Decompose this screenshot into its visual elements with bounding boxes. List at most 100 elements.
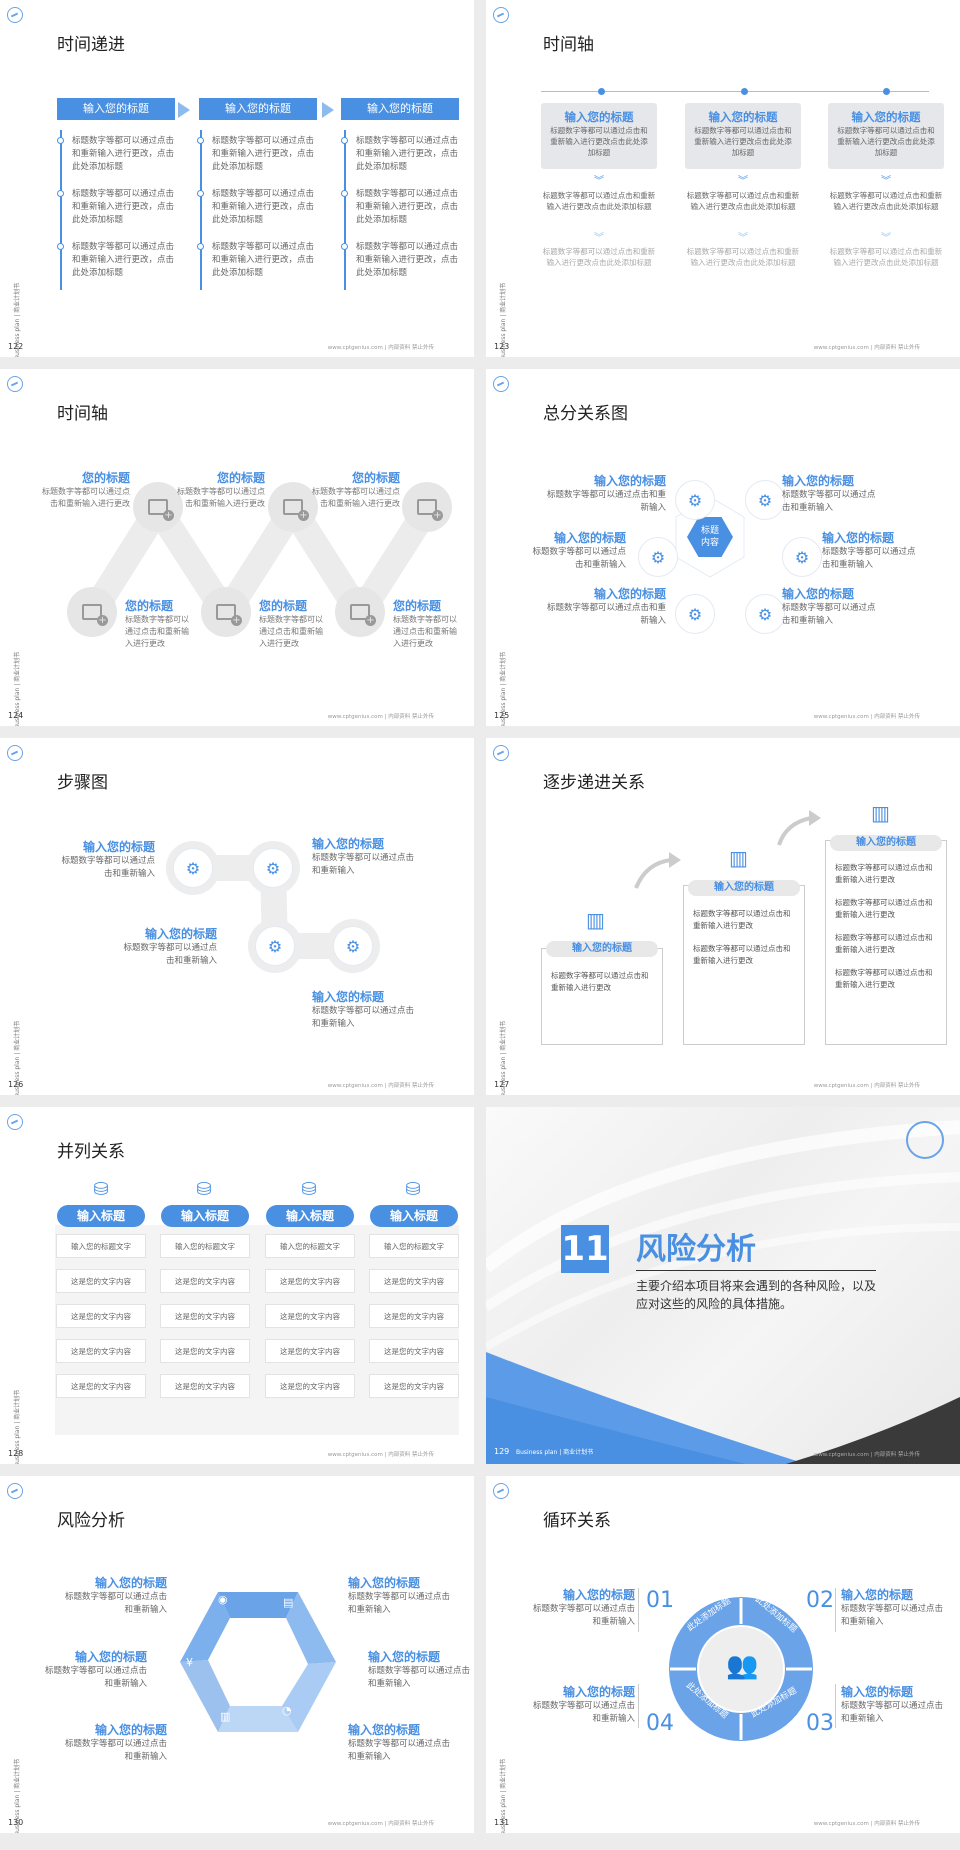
table-cell: 这是您的文字内容: [369, 1269, 459, 1293]
building-icon: ▥: [220, 1710, 231, 1723]
table-cell: 这是您的文字内容: [265, 1269, 355, 1293]
slide-title: 步骤图: [57, 773, 108, 793]
gear-icon: ⚙: [333, 926, 373, 966]
logo-icon: [7, 376, 23, 392]
item-heading: 输入您的标题: [562, 1588, 635, 1602]
image-placeholder-icon[interactable]: [402, 482, 452, 532]
box-text: 标题数字等都可以通过点击和重新输入进行更改点击此处添加标题: [694, 126, 792, 157]
timeline-text: 标题数字等都可以通过点击和重新输入进行更改，点击此处添加标题: [212, 242, 315, 278]
slide-title: 时间轴: [57, 404, 108, 424]
item-heading: 输入您的标题: [593, 474, 666, 488]
slide-125[interactable]: Business plan | 商业计划书 总分关系图 标题 内容 ⚙ ⚙ ⚙ …: [486, 369, 960, 726]
item-text: 标题数字等都可以通过点击和重新输入: [65, 1592, 168, 1615]
item-text: 标题数字等都可以通过点击和重新输入: [368, 1666, 471, 1689]
step-text: 标题数字等都可以通过点击和重新输入进行更改: [835, 933, 933, 954]
item-text: 标题数字等都可以通过点击和重新输入: [841, 1604, 944, 1627]
slide-130[interactable]: Business plan | 商业计划书 风险分析 ◉ ▤ ◔ ▥ ¥ 输入您…: [0, 1476, 474, 1833]
gear-icon: ⚙: [255, 926, 295, 966]
box-heading: 输入您的标题: [851, 110, 921, 124]
table-cell: 这是您的文字内容: [265, 1339, 355, 1363]
footer-text: www.cptgenius.com | 内部资料 禁止外传: [813, 714, 920, 720]
building-icon: ▥: [871, 801, 890, 825]
center-hexagon: 标题 内容: [687, 517, 733, 557]
item-text: 标题数字等都可以通过点击和重新输入: [782, 603, 876, 626]
footer-text: www.cptgenius.com | 内部资料 禁止外传: [813, 1452, 920, 1458]
step-heading: 输入您的标题: [830, 835, 942, 851]
step-text: 标题数字等都可以通过点击和重新输入进行更改: [835, 968, 933, 989]
hexagon-cycle: [180, 1592, 336, 1732]
step-bar: 输入您的标题: [199, 98, 317, 120]
slide-title: 时间递进: [57, 35, 125, 55]
slide-123[interactable]: Business plan | 商业计划书 时间轴 输入您的标题标题数字等都可以…: [486, 0, 960, 357]
slide-129[interactable]: 11 风险分析 主要介绍本项目将来会遇到的各种风险，以及应对这些的风险的具体措施…: [486, 1107, 960, 1464]
section-number: 11: [561, 1225, 609, 1273]
timeline-text: 标题数字等都可以通过点击和重新输入进行更改点击此处添加标题: [829, 191, 943, 211]
chevron-down-icon: ︾: [738, 233, 748, 244]
timeline-text: 标题数字等都可以通过点击和重新输入进行更改，点击此处添加标题: [72, 242, 175, 278]
item-heading: 输入您的标题: [348, 1723, 421, 1737]
gear-icon: ⚙: [782, 537, 822, 577]
item-heading: 输入您的标题: [841, 1588, 914, 1602]
slide-128[interactable]: Business plan | 商业计划书 并列关系 ⛁ ⛁ ⛁ ⛁ 输入标题 …: [0, 1107, 474, 1464]
zigzag-path: [80, 496, 438, 627]
item-text: 标题数字等都可以通过点击和重新输入进行更改: [312, 487, 400, 508]
table-cell: 这是您的文字内容: [160, 1269, 250, 1293]
item-text: 标题数字等都可以通过点击和重新输入进行更改: [259, 615, 323, 648]
table-cell: 输入您的标题文字: [265, 1234, 355, 1258]
coins-icon: ⛁: [196, 1179, 212, 1200]
table-cell: 这是您的文字内容: [56, 1339, 146, 1363]
column-header: 输入标题: [161, 1205, 249, 1227]
gear-icon: ⚙: [745, 594, 785, 634]
image-placeholder-icon[interactable]: [335, 587, 385, 637]
page-number: 125: [494, 711, 510, 720]
timeline-text: 标题数字等都可以通过点击和重新输入进行更改，点击此处添加标题: [212, 189, 315, 225]
footer-text: www.cptgenius.com | 内部资料 禁止外传: [813, 1083, 920, 1089]
item-heading: 输入您的标题: [74, 1650, 147, 1664]
building-icon: ▥: [586, 908, 605, 932]
slide-131[interactable]: Business plan | 商业计划书 循环关系 👥 此处添加标题 此处添加…: [486, 1476, 960, 1833]
table-cell: 这是您的文字内容: [265, 1374, 355, 1398]
chevron-down-icon: ︾: [594, 233, 604, 244]
slide-127[interactable]: Business plan | 商业计划书 逐步递进关系 ▥ ▥ ▥ 输入您的标…: [486, 738, 960, 1095]
side-label: Business plan | 商业计划书: [14, 1758, 21, 1833]
box-text: 标题数字等都可以通过点击和重新输入进行更改点击此处添加标题: [550, 126, 648, 157]
step-blob: [166, 841, 380, 973]
item-heading: 输入您的标题: [553, 531, 626, 545]
chevron-down-icon: ︾: [881, 233, 891, 244]
step-text: 标题数字等都可以通过点击和重新输入进行更改: [693, 944, 791, 965]
item-heading: 输入您的标题: [368, 1650, 441, 1664]
image-placeholder-icon[interactable]: [201, 587, 251, 637]
image-placeholder-icon[interactable]: [268, 482, 318, 532]
chevron-down-icon: ︾: [594, 176, 604, 187]
item-heading: 您的标题: [259, 599, 308, 613]
timeline-text: 标题数字等都可以通过点击和重新输入进行更改点击此处添加标题: [686, 247, 800, 267]
slide-title: 循环关系: [543, 1511, 611, 1531]
logo-icon: [7, 7, 23, 23]
gear-icon: ⚙: [745, 480, 785, 520]
step-text: 标题数字等都可以通过点击和重新输入进行更改: [835, 898, 933, 919]
page-number: 124: [8, 711, 24, 720]
item-heading: 输入您的标题: [841, 1685, 914, 1699]
image-placeholder-icon[interactable]: [67, 587, 117, 637]
building-icon: ▥: [729, 846, 748, 870]
team-icon: 👥: [726, 1651, 759, 1681]
item-text: 标题数字等都可以通过点击和重新输入进行更改: [177, 487, 265, 508]
image-placeholder-icon[interactable]: [133, 482, 183, 532]
coins-icon: ⛁: [93, 1179, 109, 1200]
section-description: 主要介绍本项目将来会遇到的各种风险，以及应对这些的风险的具体措施。: [636, 1279, 877, 1311]
coins-icon: ⛁: [405, 1179, 421, 1200]
footer-text: www.cptgenius.com | 内部资料 禁止外传: [327, 1083, 434, 1089]
slide-122[interactable]: Business plan | 商业计划书 时间递进 输入您的标题 输入您的标题…: [0, 0, 474, 357]
footer-text: www.cptgenius.com | 内部资料 禁止外传: [813, 1821, 920, 1827]
item-heading: 您的标题: [216, 471, 265, 485]
slide-126[interactable]: Business plan | 商业计划书 步骤图 ⚙ ⚙ ⚙ ⚙ 输入您的标题…: [0, 738, 474, 1095]
step-text: 标题数字等都可以通过点击和重新输入: [312, 1006, 415, 1029]
background-waves: [486, 1120, 960, 1464]
slide-124[interactable]: Business plan | 商业计划书 时间轴 您的标题 标题数字等都可以通…: [0, 369, 474, 726]
box-heading: 输入您的标题: [708, 110, 778, 124]
table-cell: 这是您的文字内容: [56, 1304, 146, 1328]
item-heading: 您的标题: [393, 599, 442, 613]
step-heading: 输入您的标题: [82, 840, 155, 854]
logo-icon: [493, 1483, 509, 1499]
